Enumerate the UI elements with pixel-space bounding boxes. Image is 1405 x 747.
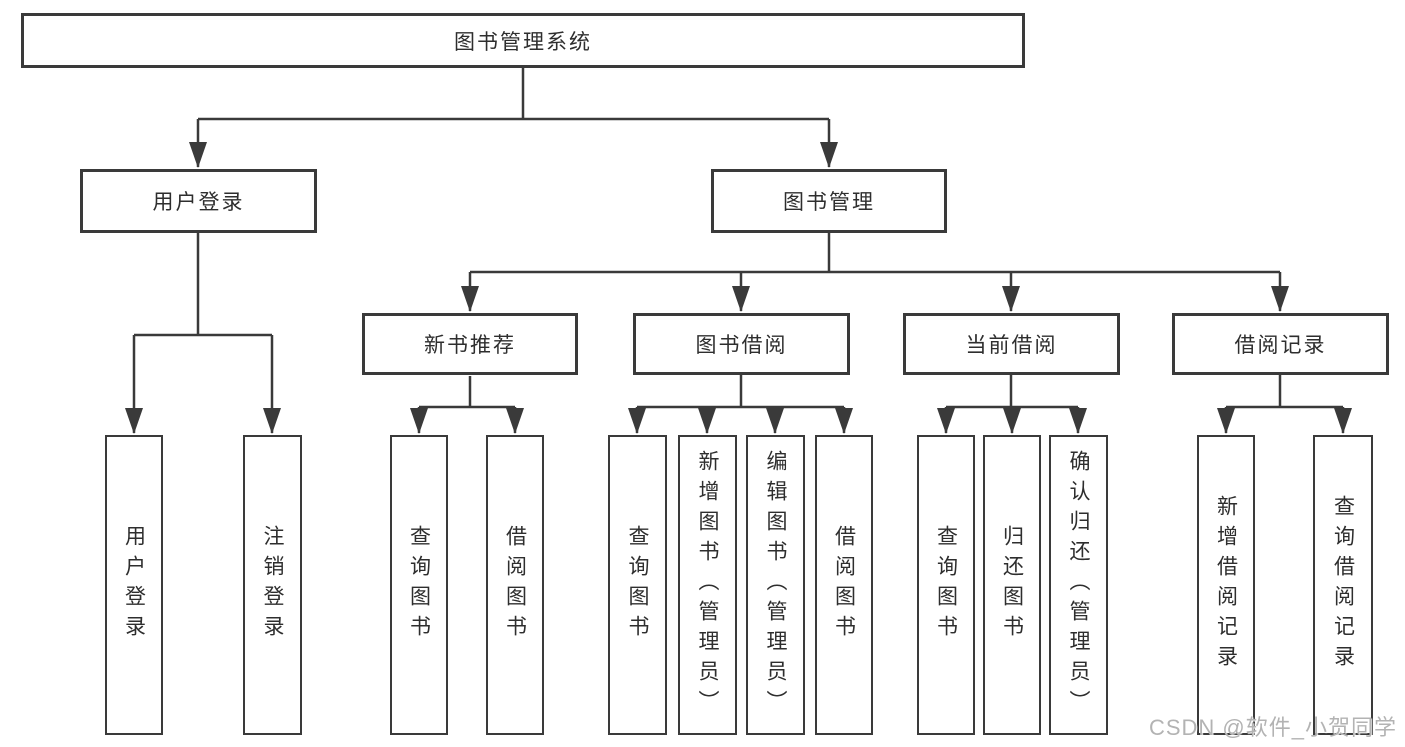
leaf-borrow-books-2: 借阅图书 xyxy=(815,435,873,735)
leaf-query-books-1: 查询图书 xyxy=(390,435,448,735)
node-new-book-recommend: 新书推荐 xyxy=(362,313,578,375)
leaf-label: 编辑图书（管理员） xyxy=(764,450,787,720)
leaf-query-books-3: 查询图书 xyxy=(917,435,975,735)
leaf-add-borrow-record: 新增借阅记录 xyxy=(1197,435,1255,735)
leaf-label: 用户登录 xyxy=(122,525,146,645)
node-current-borrowing: 当前借阅 xyxy=(903,313,1120,375)
leaf-user-login: 用户登录 xyxy=(105,435,163,735)
leaf-return-books: 归还图书 xyxy=(983,435,1041,735)
node-label: 图书管理系统 xyxy=(454,30,592,54)
node-label: 借阅记录 xyxy=(1234,334,1327,357)
node-user-login: 用户登录 xyxy=(80,169,317,233)
node-borrowing-records: 借阅记录 xyxy=(1172,313,1389,375)
leaf-logout: 注销登录 xyxy=(243,435,302,735)
node-label: 图书借阅 xyxy=(695,334,788,357)
leaf-confirm-return-admin: 确认归还（管理员） xyxy=(1049,435,1108,735)
node-label: 用户登录 xyxy=(152,191,245,214)
leaf-label: 查询借阅记录 xyxy=(1331,495,1355,675)
leaf-label: 注销登录 xyxy=(261,525,284,645)
node-label: 当前借阅 xyxy=(965,334,1058,357)
leaf-label: 确认归还（管理员） xyxy=(1067,450,1090,720)
leaf-query-borrow-record: 查询借阅记录 xyxy=(1313,435,1373,735)
node-label: 图书管理 xyxy=(783,191,875,214)
node-book-management: 图书管理 xyxy=(711,169,947,233)
leaf-edit-book-admin: 编辑图书（管理员） xyxy=(746,435,805,735)
leaf-label: 新增借阅记录 xyxy=(1214,495,1238,675)
node-label: 新书推荐 xyxy=(424,334,516,357)
leaf-label: 查询图书 xyxy=(407,525,431,645)
leaf-borrow-books-1: 借阅图书 xyxy=(486,435,544,735)
leaf-label: 借阅图书 xyxy=(503,525,527,645)
leaf-add-book-admin: 新增图书（管理员） xyxy=(678,435,737,735)
node-library-system: 图书管理系统 xyxy=(21,13,1025,68)
node-book-borrowing: 图书借阅 xyxy=(633,313,850,375)
leaf-label: 新增图书（管理员） xyxy=(696,450,719,720)
leaf-query-books-2: 查询图书 xyxy=(608,435,667,735)
leaf-label: 查询图书 xyxy=(626,525,649,645)
leaf-label: 借阅图书 xyxy=(832,525,856,645)
leaf-label: 查询图书 xyxy=(934,525,958,645)
leaf-label: 归还图书 xyxy=(1000,525,1024,645)
